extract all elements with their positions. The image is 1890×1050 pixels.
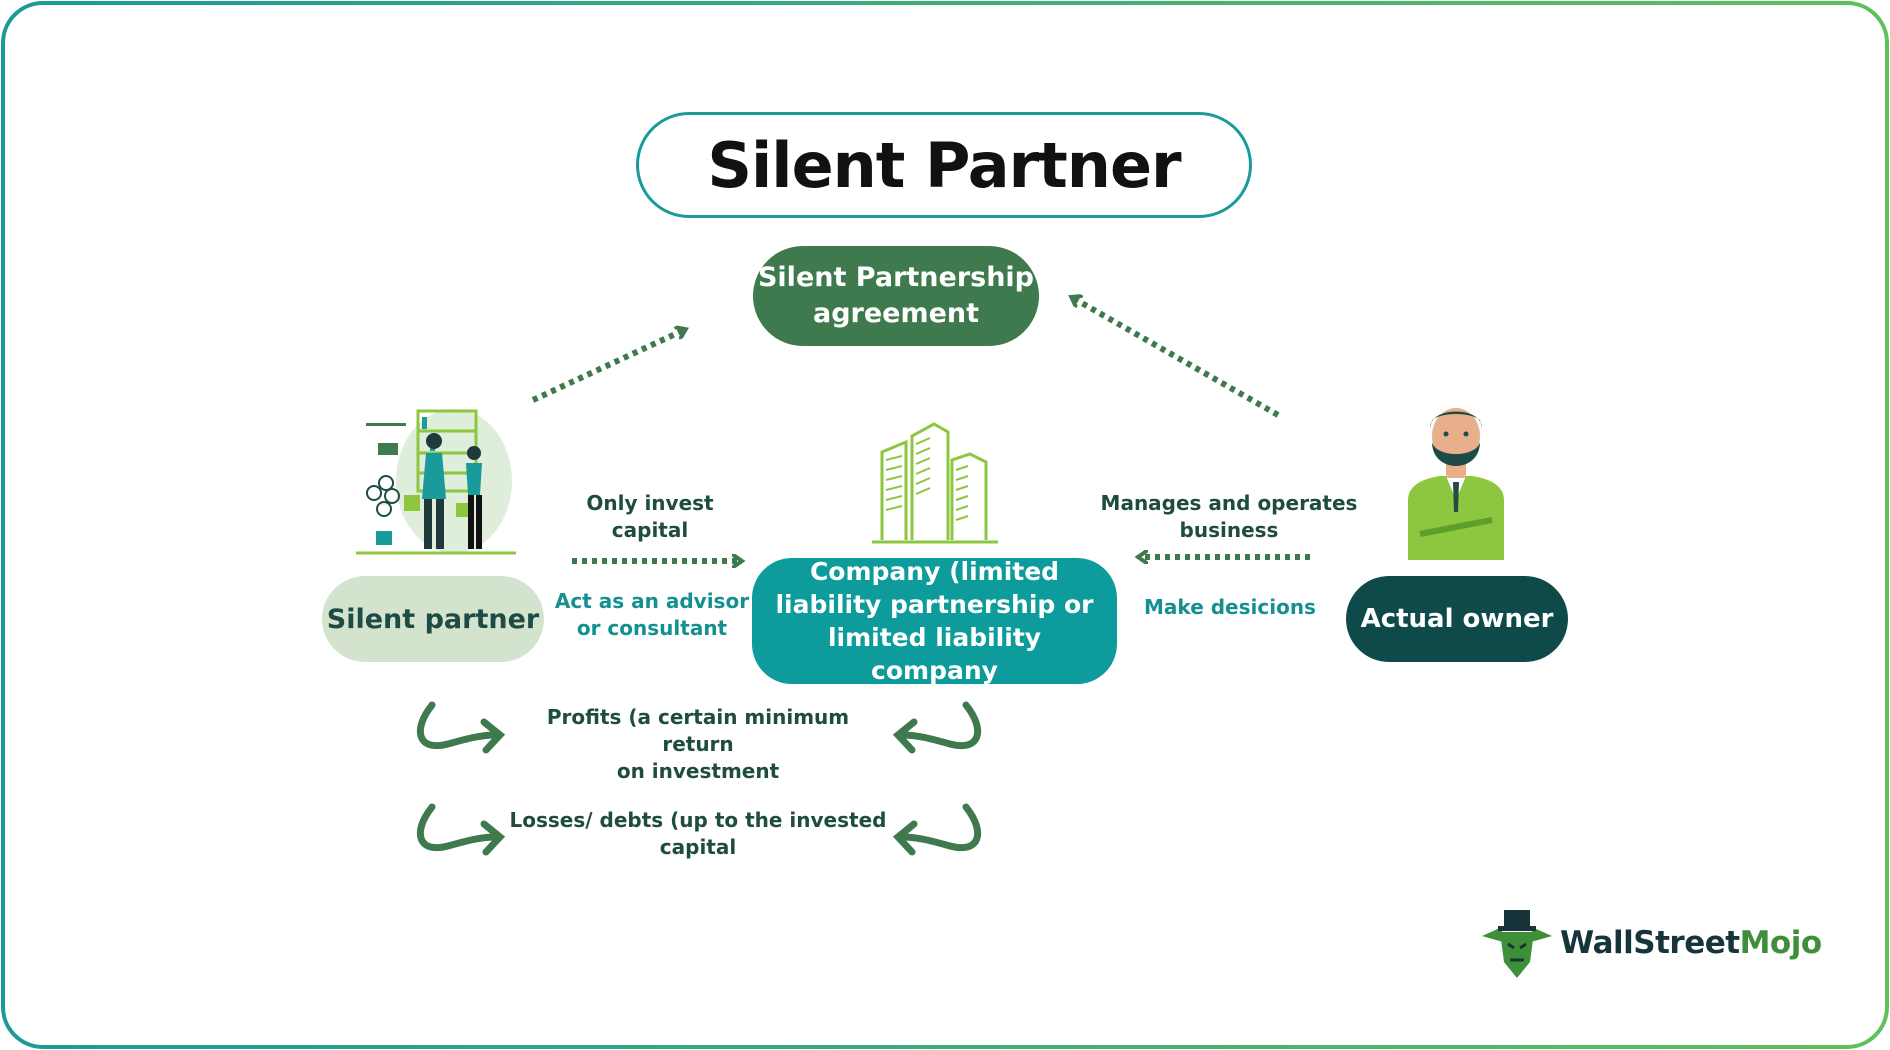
- people-meeting-illustration: [356, 409, 516, 555]
- silent-partner-node: Silent partner: [322, 576, 544, 662]
- curved-arrow-icon: [416, 701, 506, 754]
- brand-name: WallStreetMojo: [1560, 925, 1822, 961]
- agreement-node: Silent Partnership agreement: [753, 246, 1039, 346]
- label-only-invest: Only invest capital: [586, 491, 714, 542]
- title-pill: Silent Partner: [636, 112, 1252, 218]
- wallstreetmojo-logo: [1482, 910, 1552, 978]
- businessman-icon: [1408, 408, 1504, 560]
- company-node: Company (limited liability partnership o…: [752, 557, 1117, 685]
- label-make-decisions: Make desicions: [1144, 595, 1316, 619]
- curved-arrow-icon: [892, 803, 982, 856]
- curved-arrow-icon: [416, 803, 506, 856]
- label-advisor: Act as an advisor or consultant: [554, 589, 750, 640]
- page-title: Silent Partner: [707, 128, 1181, 202]
- buildings-icon: [872, 422, 998, 544]
- label-profits: Profits (a certain minimum return on inv…: [546, 705, 850, 783]
- curved-arrow-icon: [892, 701, 982, 754]
- arrow-owner-to-agreement: [1073, 298, 1280, 418]
- label-losses: Losses/ debts (up to the invested capita…: [509, 808, 887, 859]
- label-manages: Manages and operates business: [1100, 491, 1358, 542]
- arrow-partner-to-agreement: [531, 330, 684, 403]
- actual-owner-node: Actual owner: [1346, 576, 1568, 662]
